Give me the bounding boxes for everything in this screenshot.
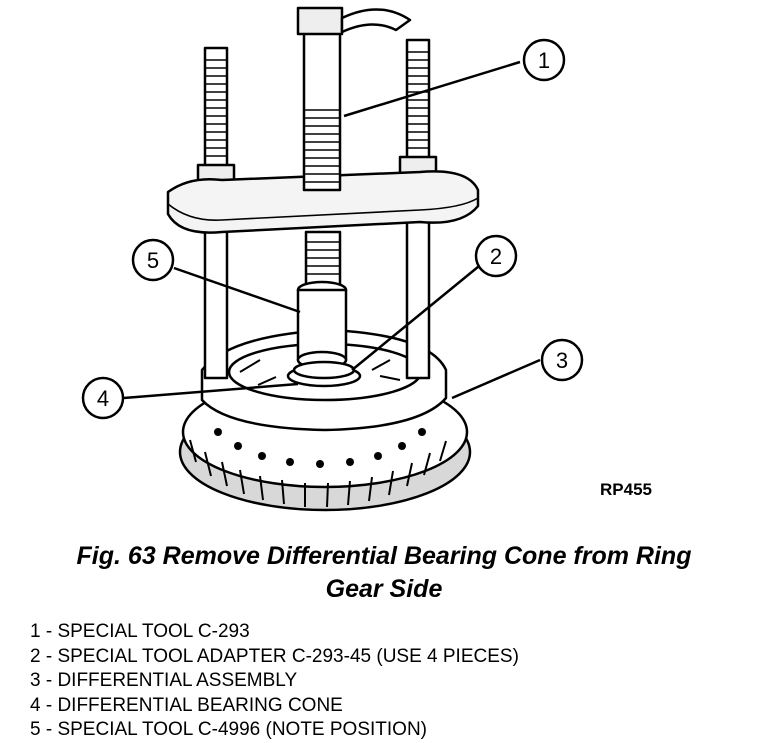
svg-text:1: 1 [538,48,550,73]
svg-text:2: 2 [490,244,502,269]
legend-list: 1 - SPECIAL TOOL C-293 2 - SPECIAL TOOL … [30,620,519,743]
caption-line-1: Fig. 63 Remove Differential Bearing Cone… [76,542,692,570]
callout-4: 4 [81,376,125,420]
legend-item: 4 - DIFFERENTIAL BEARING CONE [30,694,343,716]
tool-button [296,280,348,370]
puller-crossbar [166,170,480,234]
callout-2: 2 [474,234,518,278]
legend-item: 2 - SPECIAL TOOL ADAPTER C-293-45 (USE 4… [30,645,519,667]
leader-lines [123,60,541,400]
puller-illustration: 1 2 3 4 5 RP455 [81,6,652,512]
callout-3: 3 [540,338,584,382]
forcing-screw [296,6,412,288]
figure-caption: Fig. 63 Remove Differential Bearing Cone… [0,540,768,606]
callout-1: 1 [522,38,566,82]
image-code: RP455 [600,480,652,499]
svg-text:5: 5 [147,248,159,273]
svg-text:3: 3 [556,348,568,373]
legend-item: 5 - SPECIAL TOOL C-4996 (NOTE POSITION) [30,719,427,740]
callout-5: 5 [131,238,175,282]
caption-line-2: Gear Side [325,575,443,603]
bearing-cone [286,360,362,388]
legend-item: 1 - SPECIAL TOOL C-293 [30,621,250,642]
svg-text:4: 4 [97,386,109,411]
legend-item: 3 - DIFFERENTIAL ASSEMBLY [30,670,298,691]
